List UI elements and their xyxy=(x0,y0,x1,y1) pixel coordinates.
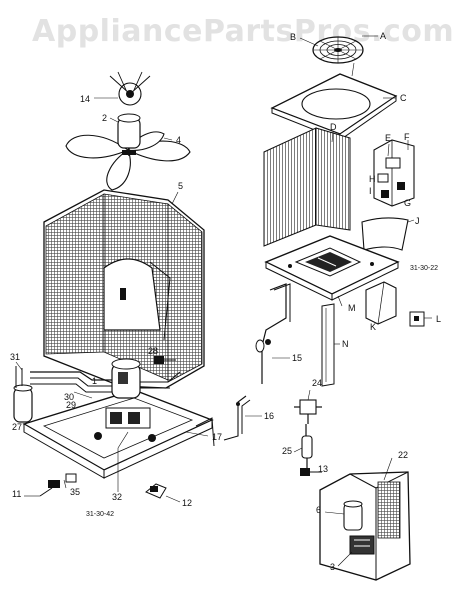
control-box-assembly xyxy=(373,139,415,207)
figure-code-upper: 31-30-22 xyxy=(410,265,438,272)
label-28: 28 xyxy=(148,346,158,356)
label-l: L xyxy=(436,314,441,324)
label-6: 6 xyxy=(316,505,321,515)
fitting-part-13 xyxy=(300,468,322,476)
filter-drier-part-25 xyxy=(301,424,313,468)
side-panel-part-j xyxy=(361,217,409,251)
base-pan-part-m xyxy=(264,235,400,301)
label-15: 15 xyxy=(292,353,302,363)
fitting-parts-11-35 xyxy=(39,473,77,497)
label-24: 24 xyxy=(312,378,322,388)
label-b: B xyxy=(290,32,296,42)
label-3: 3 xyxy=(330,562,335,572)
label-1: 1 xyxy=(92,376,97,386)
connector-part-28 xyxy=(154,356,176,364)
main-condenser-coil-part-5 xyxy=(43,189,205,389)
label-13: 13 xyxy=(318,464,328,474)
cabinet-assembly-parts-22-6-3 xyxy=(319,471,411,581)
label-4: 4 xyxy=(176,135,181,145)
label-5: 5 xyxy=(178,181,183,191)
label-k: K xyxy=(370,322,376,332)
label-22: 22 xyxy=(398,450,408,460)
label-d: D xyxy=(330,122,337,132)
label-35: 35 xyxy=(70,487,80,497)
line-set-part-16 xyxy=(223,395,251,441)
label-16: 16 xyxy=(264,411,274,421)
label-31: 31 xyxy=(10,352,20,362)
label-12: 12 xyxy=(182,498,192,508)
panel-strip-part-n xyxy=(321,303,335,387)
label-m: M xyxy=(348,303,356,313)
fan-motor-part-2 xyxy=(117,113,141,156)
tubing-part-15 xyxy=(255,283,291,384)
motor-mount-part-14 xyxy=(109,71,151,106)
fan-grille-part-b xyxy=(312,36,364,64)
label-i: I xyxy=(369,186,372,196)
label-e: E xyxy=(385,133,391,143)
label-27: 27 xyxy=(12,422,22,432)
label-2: 2 xyxy=(102,113,107,123)
watermark-text: AppliancePartsPros.com xyxy=(32,14,455,49)
label-a: A xyxy=(380,31,386,41)
small-plate-part-l xyxy=(409,311,425,327)
label-n: N xyxy=(342,339,349,349)
label-h: H xyxy=(369,174,376,184)
base-with-compressor-assembly xyxy=(22,358,214,479)
label-30: 30 xyxy=(64,392,74,402)
clamp-part-12 xyxy=(145,483,167,499)
label-f: F xyxy=(404,132,410,142)
corner-bracket-part-k xyxy=(365,281,397,325)
accumulator-part-27 xyxy=(13,366,33,423)
label-14: 14 xyxy=(80,94,90,104)
label-j: J xyxy=(415,216,420,226)
suction-tubes-parts-29-30 xyxy=(30,371,120,393)
condenser-coil-part-d xyxy=(263,127,351,247)
label-25: 25 xyxy=(282,446,292,456)
label-c: C xyxy=(400,93,407,103)
label-11: 11 xyxy=(12,489,21,499)
label-g: G xyxy=(404,198,411,208)
label-17: 17 xyxy=(212,432,222,442)
service-valve-part-24 xyxy=(294,399,322,424)
figure-code-lower: 31-30-42 xyxy=(86,511,114,518)
label-32: 32 xyxy=(112,492,122,502)
label-29: 29 xyxy=(66,400,76,410)
fan-blade-part-4 xyxy=(65,131,191,191)
